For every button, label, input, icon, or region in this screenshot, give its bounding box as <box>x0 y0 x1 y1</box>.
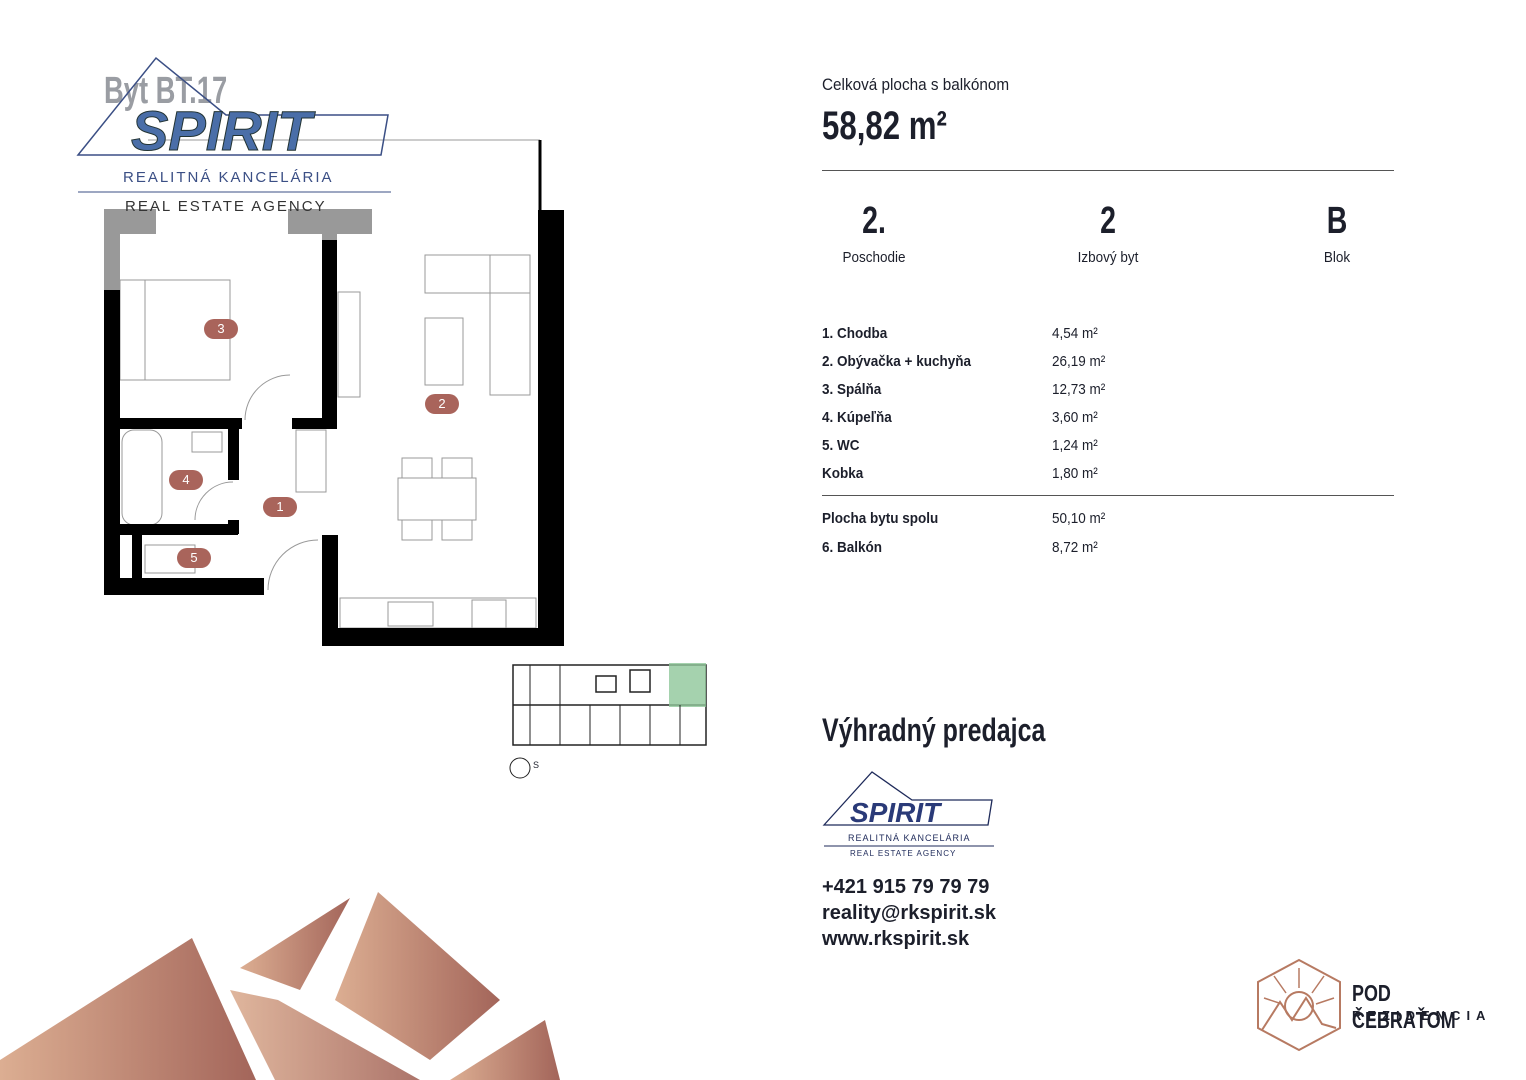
room-badge-1: 1 <box>263 497 297 517</box>
area-value: 58,82 m² <box>822 104 947 148</box>
floor-plan <box>104 139 707 779</box>
svg-text:REALITNÁ KANCELÁRIA: REALITNÁ KANCELÁRIA <box>848 833 971 843</box>
room-name: 4. Kúpeľňa <box>822 409 892 426</box>
divider <box>822 495 1394 496</box>
room-area: 3,60 m² <box>1052 409 1098 426</box>
apartment-title: Byt BT.17 <box>104 70 228 112</box>
room-area: 26,19 m² <box>1052 353 1106 370</box>
pod-cebratom-logo-icon <box>1257 958 1341 1052</box>
svg-text:SPIRIT: SPIRIT <box>850 797 943 828</box>
decorative-mountains <box>0 892 560 1080</box>
room-name: Kobka <box>822 465 864 482</box>
room-area: 12,73 m² <box>1052 381 1106 398</box>
total-area: 8,72 m² <box>1052 539 1098 556</box>
room-name: 1. Chodba <box>822 325 888 342</box>
room-name: 5. WC <box>822 437 860 454</box>
room-badge-4: 4 <box>169 470 203 490</box>
total-area: 50,10 m² <box>1052 510 1106 527</box>
room-area: 1,24 m² <box>1052 437 1098 454</box>
seller-heading: Výhradný predajca <box>822 712 1046 748</box>
room-area: 4,54 m² <box>1052 325 1098 342</box>
stat-floor: 2.Poschodie <box>842 200 906 266</box>
room-badge-3: 3 <box>204 319 238 339</box>
seller-phone[interactable]: +421 915 79 79 79 <box>822 876 990 898</box>
area-label: Celková plocha s balkónom <box>822 75 1010 94</box>
svg-text:REAL ESTATE AGENCY: REAL ESTATE AGENCY <box>850 849 956 858</box>
project-name: POD ČEBRAŤOM <box>1352 980 1456 1033</box>
room-name: 2. Obývačka + kuchyňa <box>822 353 971 370</box>
total-name: 6. Balkón <box>822 539 883 556</box>
logo-line1: REALITNÁ KANCELÁRIA <box>123 169 334 186</box>
total-name: Plocha bytu spolu <box>822 510 939 527</box>
room-badge-2: 2 <box>425 394 459 414</box>
room-area: 1,80 m² <box>1052 465 1098 482</box>
project-subtitle: REZIDENCIA <box>1352 1008 1492 1023</box>
compass-icon <box>509 757 531 779</box>
seller-email[interactable]: reality@rkspirit.sk <box>822 902 997 924</box>
logo-line2: REAL ESTATE AGENCY <box>125 198 327 215</box>
compass-label: S <box>533 760 540 770</box>
spirit-logo-text: SPIRIT <box>131 99 316 162</box>
room-badge-5: 5 <box>177 548 211 568</box>
room-name: 3. Spálňa <box>822 381 882 398</box>
spirit-logo: SPIRIT REALITNÁ KANCELÁRIA REAL ESTATE A… <box>822 771 994 858</box>
divider <box>822 170 1394 171</box>
seller-website[interactable]: www.rkspirit.sk <box>822 928 970 950</box>
spirit-logo-watermark: SPIRIT <box>76 56 391 193</box>
